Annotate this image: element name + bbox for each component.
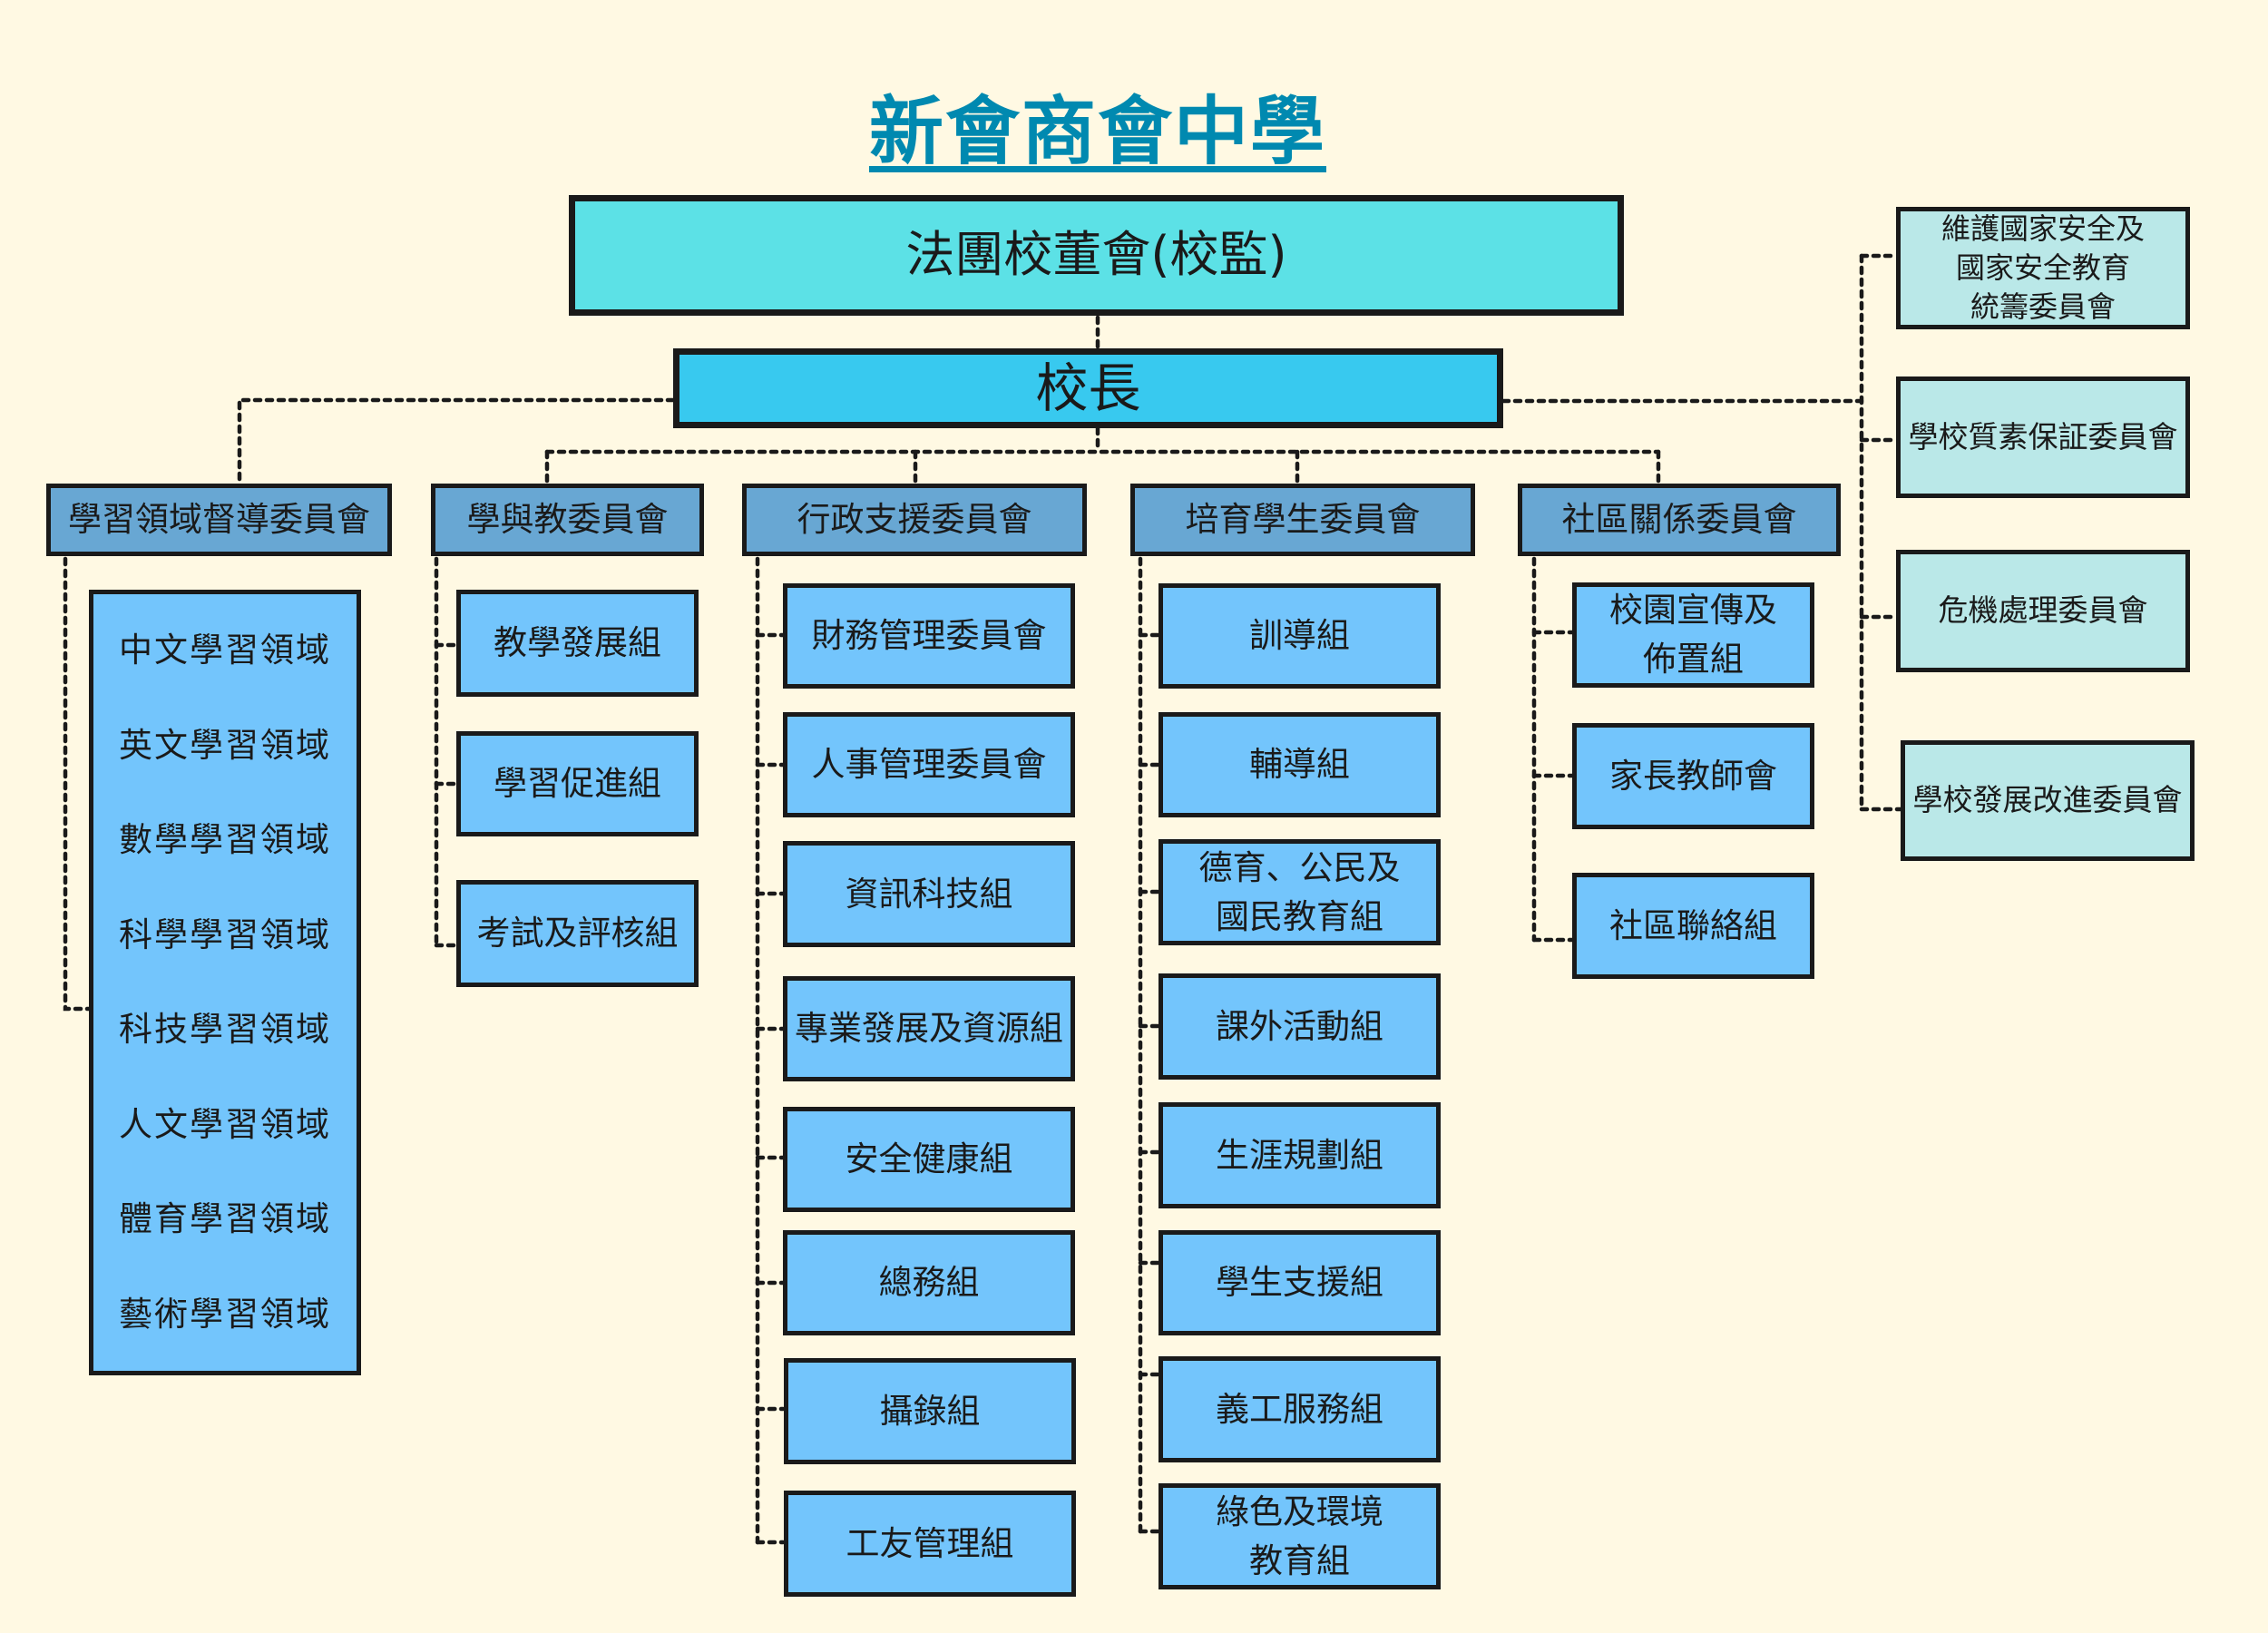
list-item: 科學學習領域 [119,914,331,954]
board-box: 法團校董會(校監) [569,195,1624,316]
unit-box: 工友管理組 [784,1491,1076,1597]
list-item: 中文學習領域 [119,631,331,670]
unit-label: 專業發展及資源組 [795,1009,1063,1049]
unit-label: 輔導組 [1249,745,1350,785]
unit-label: 人事管理委員會 [811,745,1047,785]
side-committee-school-development: 學校發展改進委員會 [1901,740,2195,861]
unit-label: 校園宣傳及 佈置組 [1609,591,1777,679]
committee-label: 學習領域督導委員會 [68,500,370,540]
committee-label: 行政支援委員會 [797,500,1032,540]
unit-label: 總務組 [878,1263,980,1303]
side-committee-crisis-management: 危機處理委員會 [1896,550,2190,672]
unit-box: 安全健康組 [783,1107,1075,1212]
list-item: 英文學習領域 [119,725,331,765]
unit-box: 人事管理委員會 [783,712,1075,817]
committee-admin-support: 行政支援委員會 [742,484,1087,556]
unit-box: 輔導組 [1158,712,1441,817]
committee-community-relations: 社區關係委員會 [1518,484,1841,556]
unit-box: 課外活動組 [1158,973,1441,1080]
board-label: 法團校董會(校監) [905,226,1287,284]
unit-box: 社區聯絡組 [1572,873,1814,979]
unit-box: 考試及評核組 [456,880,699,987]
unit-box: 財務管理委員會 [783,583,1075,689]
unit-box: 學生支援組 [1158,1230,1441,1335]
list-item: 藝術學習領域 [119,1294,331,1334]
unit-box: 生涯規劃組 [1158,1102,1441,1208]
list-item: 科技學習領域 [119,1010,331,1050]
unit-box: 資訊科技組 [783,841,1075,947]
unit-box: 專業發展及資源組 [783,976,1075,1081]
connector-col1 [63,556,92,1012]
unit-label: 工友管理組 [846,1523,1014,1563]
unit-label: 考試及評核組 [476,914,679,953]
committee-label: 培育學生委員會 [1185,500,1421,540]
unit-label: 資訊科技組 [845,874,1013,914]
unit-box: 攝錄組 [784,1358,1076,1464]
list-item: 人文學習領域 [119,1104,331,1144]
unit-label: 攝錄組 [879,1391,981,1431]
committee-learning-teaching: 學與教委員會 [431,484,704,556]
principal-label: 校長 [1035,357,1141,419]
principal-box: 校長 [673,348,1503,428]
unit-label: 學生支援組 [1216,1263,1383,1303]
unit-box: 訓導組 [1158,583,1441,689]
unit-box: 校園宣傳及 佈置組 [1572,582,1814,688]
unit-box: 義工服務組 [1158,1356,1441,1462]
side-committee-label: 維護國家安全及 國家安全教育 統籌委員會 [1941,210,2145,325]
list-item: 體育學習領域 [119,1199,331,1239]
unit-label: 學習促進組 [494,764,661,804]
page-title: 新會商會中學 [868,89,1326,175]
unit-label: 訓導組 [1249,616,1350,656]
side-committee-label: 危機處理委員會 [1938,592,2148,629]
unit-label: 家長教師會 [1609,756,1777,796]
committee-learning-areas: 學習領域督導委員會 [46,484,392,556]
unit-label: 安全健康組 [845,1139,1013,1179]
unit-label: 課外活動組 [1216,1006,1383,1046]
side-committee-label: 學校發展改進委員會 [1912,782,2183,818]
learning-areas-list: 中文學習領域 英文學習領域 數學學習領域 科學學習領域 科技學習領域 人文學習領… [89,590,361,1375]
side-committee-label: 學校質素保証委員會 [1908,418,2178,455]
unit-label: 綠色及環境 教育組 [1216,1491,1383,1580]
connector-principal-c1 [237,397,676,486]
unit-label: 生涯規劃組 [1216,1135,1383,1175]
unit-label: 教學發展組 [494,623,661,663]
unit-box: 家長教師會 [1572,723,1814,829]
committee-student-nurturing: 培育學生委員會 [1130,484,1475,556]
side-committee-national-security: 維護國家安全及 國家安全教育 統籌委員會 [1896,207,2190,329]
unit-label: 社區聯絡組 [1609,905,1777,945]
side-committee-quality-assurance: 學校質素保証委員會 [1896,376,2190,498]
unit-box: 教學發展組 [456,590,699,697]
unit-label: 德育、公民及 國民教育組 [1198,847,1401,936]
unit-box: 綠色及環境 教育組 [1158,1483,1441,1589]
unit-box: 學習促進組 [456,731,699,836]
committee-label: 學與教委員會 [466,500,669,540]
unit-label: 財務管理委員會 [811,616,1047,656]
list-item: 數學學習領域 [119,820,331,860]
committee-label: 社區關係委員會 [1561,500,1797,540]
unit-box: 總務組 [783,1230,1075,1335]
unit-box: 德育、公民及 國民教育組 [1158,839,1441,945]
unit-label: 義工服務組 [1216,1389,1383,1429]
